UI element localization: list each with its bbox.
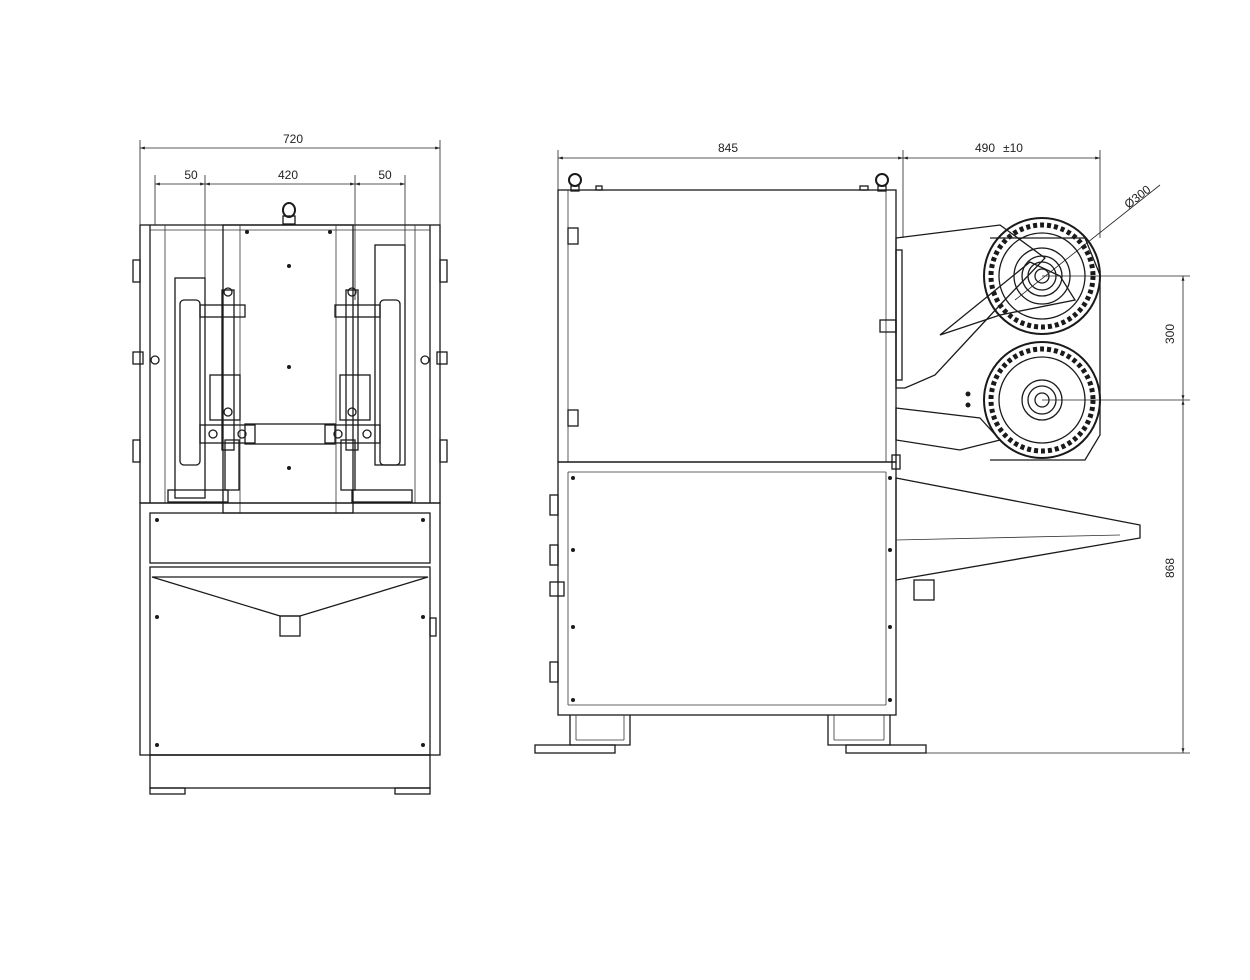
dim-front-right-margin: 50 (378, 168, 392, 182)
side-drive-bracket (895, 224, 1046, 389)
side-belt (990, 237, 1101, 461)
front-hopper (151, 576, 429, 617)
front-lower-body (139, 502, 441, 756)
front-base (149, 754, 431, 789)
side-upper-cabinet (557, 189, 897, 463)
dim-side-body-depth: 845 (718, 141, 738, 155)
side-foot-left (569, 715, 631, 746)
side-lower-cabinet (557, 461, 897, 716)
dim-pulley-diameter: Ø300 (1122, 182, 1154, 211)
front-view: 720 50 420 50 (132, 132, 448, 795)
side-view: 845 490 ±10 Ø300 300 868 (534, 141, 1190, 754)
front-center-plate (222, 224, 354, 514)
dim-front-left-margin: 50 (184, 168, 198, 182)
front-middle-band (149, 512, 431, 564)
dim-pulley-spacing: 300 (1163, 324, 1177, 344)
side-foot-right (827, 715, 891, 746)
dim-front-center-width: 420 (278, 168, 298, 182)
dim-side-extension: 490 (975, 141, 995, 155)
dim-shaft-height: 868 (1163, 558, 1177, 578)
lifting-eye-left-icon (568, 173, 582, 187)
dim-side-extension-tolerance: ±10 (1003, 141, 1023, 155)
side-chute (895, 477, 1141, 581)
lifting-eye-icon (282, 202, 296, 218)
lifting-eye-right-icon (875, 173, 889, 187)
dim-front-overall-width: 720 (283, 132, 303, 146)
